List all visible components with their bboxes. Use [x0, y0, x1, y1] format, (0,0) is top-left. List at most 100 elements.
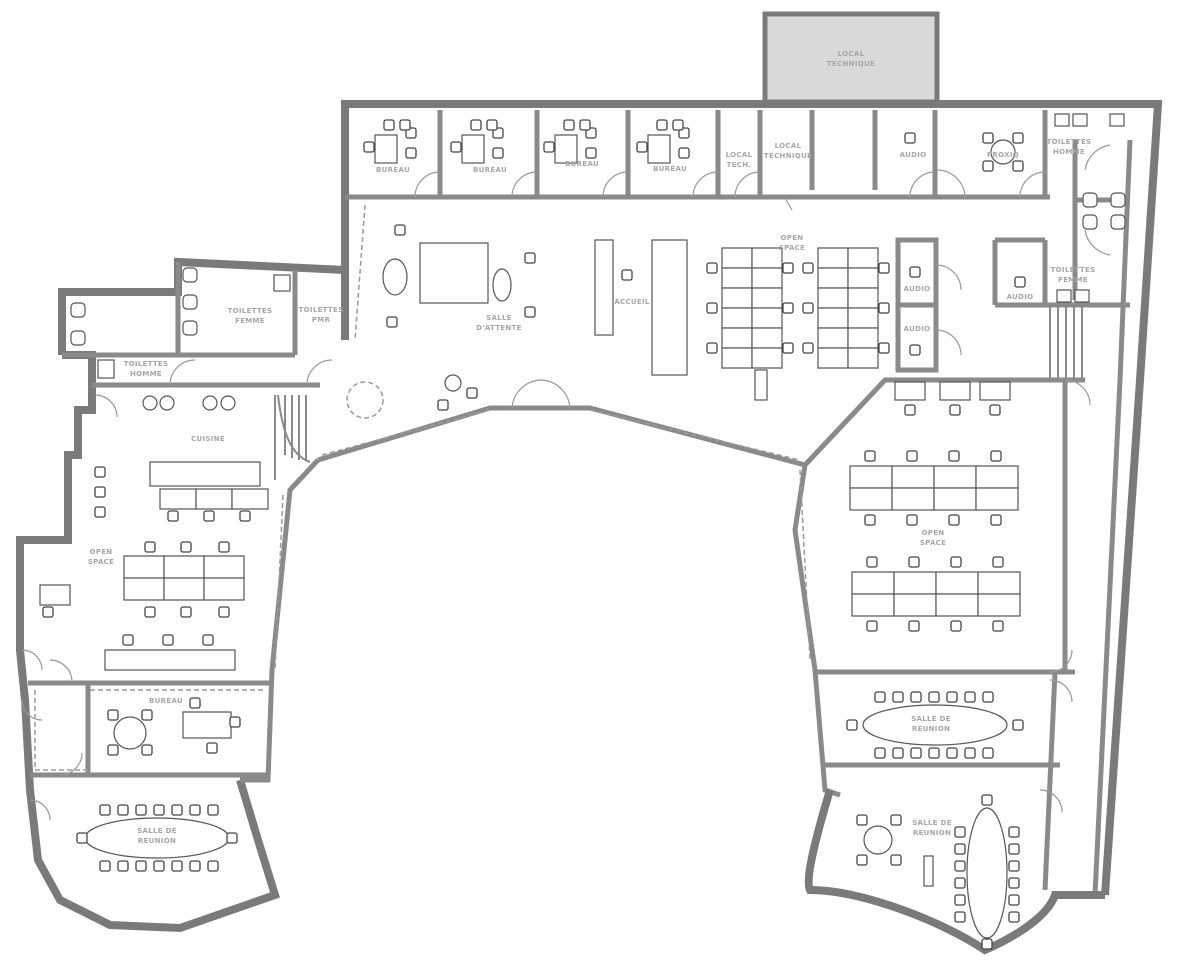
chair: [1008, 894, 1020, 906]
chair: [76, 832, 88, 844]
meeting-table: [966, 807, 1008, 939]
desk: [847, 267, 879, 289]
chair: [950, 556, 962, 568]
label-audio-top: AUDIO: [900, 151, 927, 159]
chair: [470, 119, 482, 131]
round-table: [142, 395, 158, 411]
toilet: [182, 267, 198, 283]
chair: [846, 719, 858, 731]
desk: [651, 239, 688, 376]
chair: [874, 691, 886, 703]
chair: [954, 826, 966, 838]
desk: [933, 487, 977, 511]
round-table: [444, 374, 462, 392]
chair: [207, 860, 219, 872]
desk: [849, 465, 893, 489]
chair: [989, 404, 1001, 416]
chair: [524, 306, 536, 318]
desk: [163, 555, 205, 579]
desk: [721, 307, 753, 329]
desk: [817, 347, 849, 369]
chair: [878, 342, 890, 354]
desk: [195, 488, 233, 510]
label-audio-mid-1: AUDIO: [904, 285, 931, 293]
chair: [864, 514, 876, 526]
sink: [97, 359, 115, 379]
chair: [107, 744, 119, 756]
desk: [554, 134, 578, 164]
desk: [975, 487, 1019, 511]
round-table: [863, 825, 893, 855]
chair: [964, 691, 976, 703]
round-table: [990, 139, 1016, 165]
chair: [856, 854, 868, 866]
chair: [99, 804, 111, 816]
chair: [706, 302, 718, 314]
chair: [207, 804, 219, 816]
chair: [229, 716, 241, 728]
chair: [910, 691, 922, 703]
desk: [231, 488, 269, 510]
chair: [982, 691, 994, 703]
toilet: [182, 320, 198, 336]
chair: [153, 804, 165, 816]
chair: [990, 450, 1002, 462]
chair: [206, 742, 218, 754]
chair: [964, 747, 976, 759]
desk: [893, 593, 937, 617]
chair: [466, 387, 478, 399]
chair: [954, 843, 966, 855]
chair: [1012, 132, 1024, 144]
sink: [1109, 113, 1125, 127]
chair: [906, 450, 918, 462]
chair: [144, 541, 156, 553]
desk: [123, 555, 165, 579]
desk: [721, 247, 753, 269]
chair: [1012, 719, 1024, 731]
desk: [893, 571, 937, 595]
desk: [894, 381, 926, 401]
toilet: [1110, 214, 1126, 230]
chair: [782, 342, 794, 354]
chair: [1012, 160, 1024, 172]
desk: [419, 242, 489, 304]
chair: [706, 342, 718, 354]
coffee-table: [492, 268, 512, 302]
label-bureau-left: BUREAU: [149, 697, 183, 705]
chair: [180, 541, 192, 553]
chair: [202, 634, 214, 646]
chair: [782, 302, 794, 314]
label-bureau-4: BUREAU: [653, 165, 687, 173]
chair: [950, 620, 962, 632]
desk: [721, 327, 753, 349]
desk: [851, 571, 895, 595]
chair: [890, 854, 902, 866]
desk: [149, 461, 261, 487]
chair: [878, 302, 890, 314]
chair: [543, 141, 555, 153]
desk: [751, 307, 783, 329]
chair: [948, 514, 960, 526]
desk: [977, 593, 1021, 617]
stairs-left: [277, 394, 311, 463]
chair: [949, 404, 961, 416]
chair: [892, 747, 904, 759]
chair: [928, 747, 940, 759]
toilet: [1110, 192, 1126, 208]
chair: [383, 119, 395, 131]
chair: [890, 814, 902, 826]
glazing: [34, 204, 811, 771]
desk: [935, 571, 979, 595]
toilet: [70, 302, 86, 318]
desk: [979, 381, 1011, 401]
desk: [39, 584, 71, 606]
chair: [866, 556, 878, 568]
sink: [1072, 113, 1088, 127]
chair: [928, 691, 940, 703]
